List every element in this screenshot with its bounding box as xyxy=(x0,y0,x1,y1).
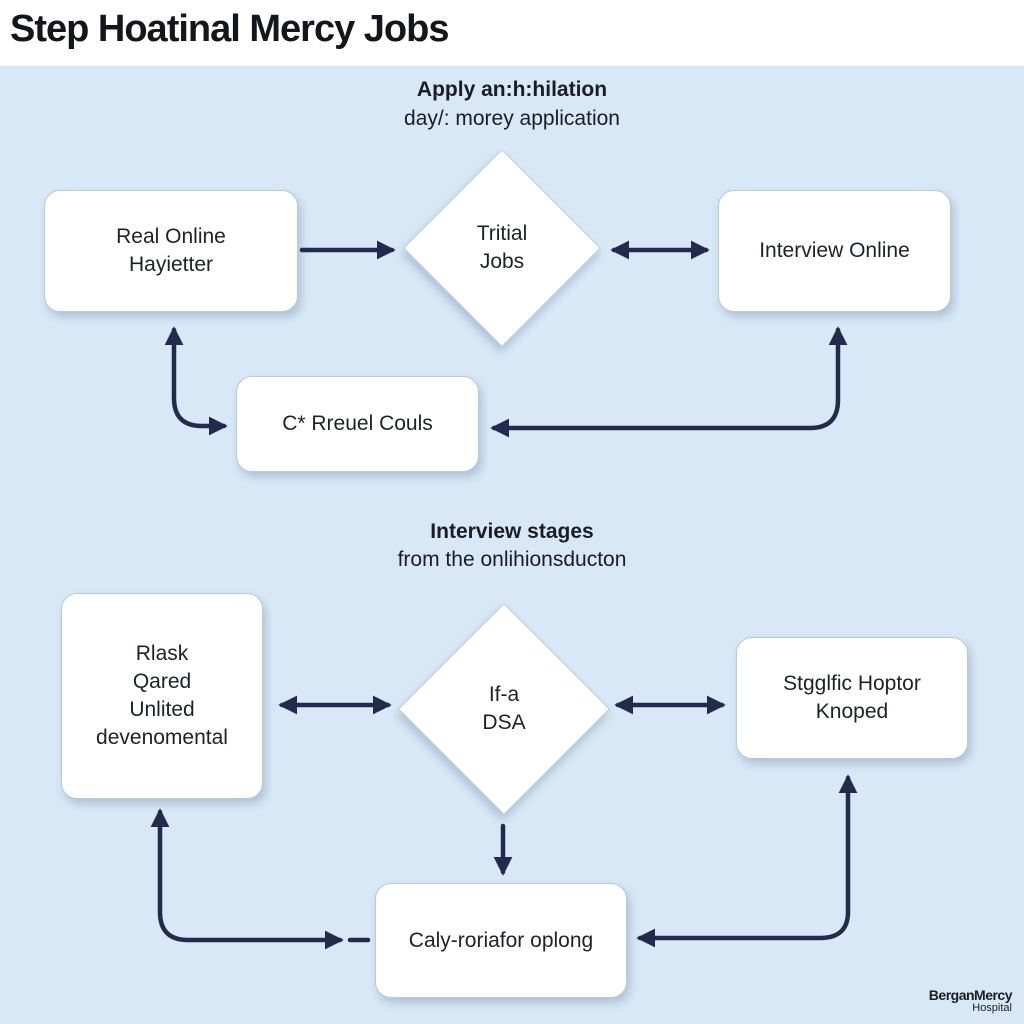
decision-label-tritial-jobs: Tritial Jobs xyxy=(476,222,528,273)
header: Step Hoatinal Mercy Jobs xyxy=(0,0,1024,66)
node-stgglfic-hoptor: Stgglfic Hoptor Knoped xyxy=(736,637,968,759)
brand-logo: BerganMercy Hospital xyxy=(928,987,1013,1014)
node-rreuel-couls: C* Rreuel Couls xyxy=(236,376,479,472)
top-section-subheading: day/: morey application xyxy=(404,107,620,130)
node-real-online: Real Online Hayietter xyxy=(44,190,298,312)
brand-name: BerganMercy xyxy=(928,987,1013,1003)
brand-sub: Hospital xyxy=(972,1002,1012,1014)
node-rlask: Rlask Qared Unlited devenomental xyxy=(61,593,263,799)
bottom-section-subheading: from the onlihionsducton xyxy=(397,548,627,571)
bottom-section-heading: Interview stages xyxy=(430,520,594,543)
node-caly-roriafor: Caly-roriafor oplong xyxy=(375,883,627,998)
node-interview-online: Interview Online xyxy=(718,190,951,312)
top-section-heading: Apply an:h:hilation xyxy=(416,78,608,101)
decision-label-ifa-dsa: If-a DSA xyxy=(482,683,526,734)
page-title: Step Hoatinal Mercy Jobs xyxy=(10,8,449,50)
